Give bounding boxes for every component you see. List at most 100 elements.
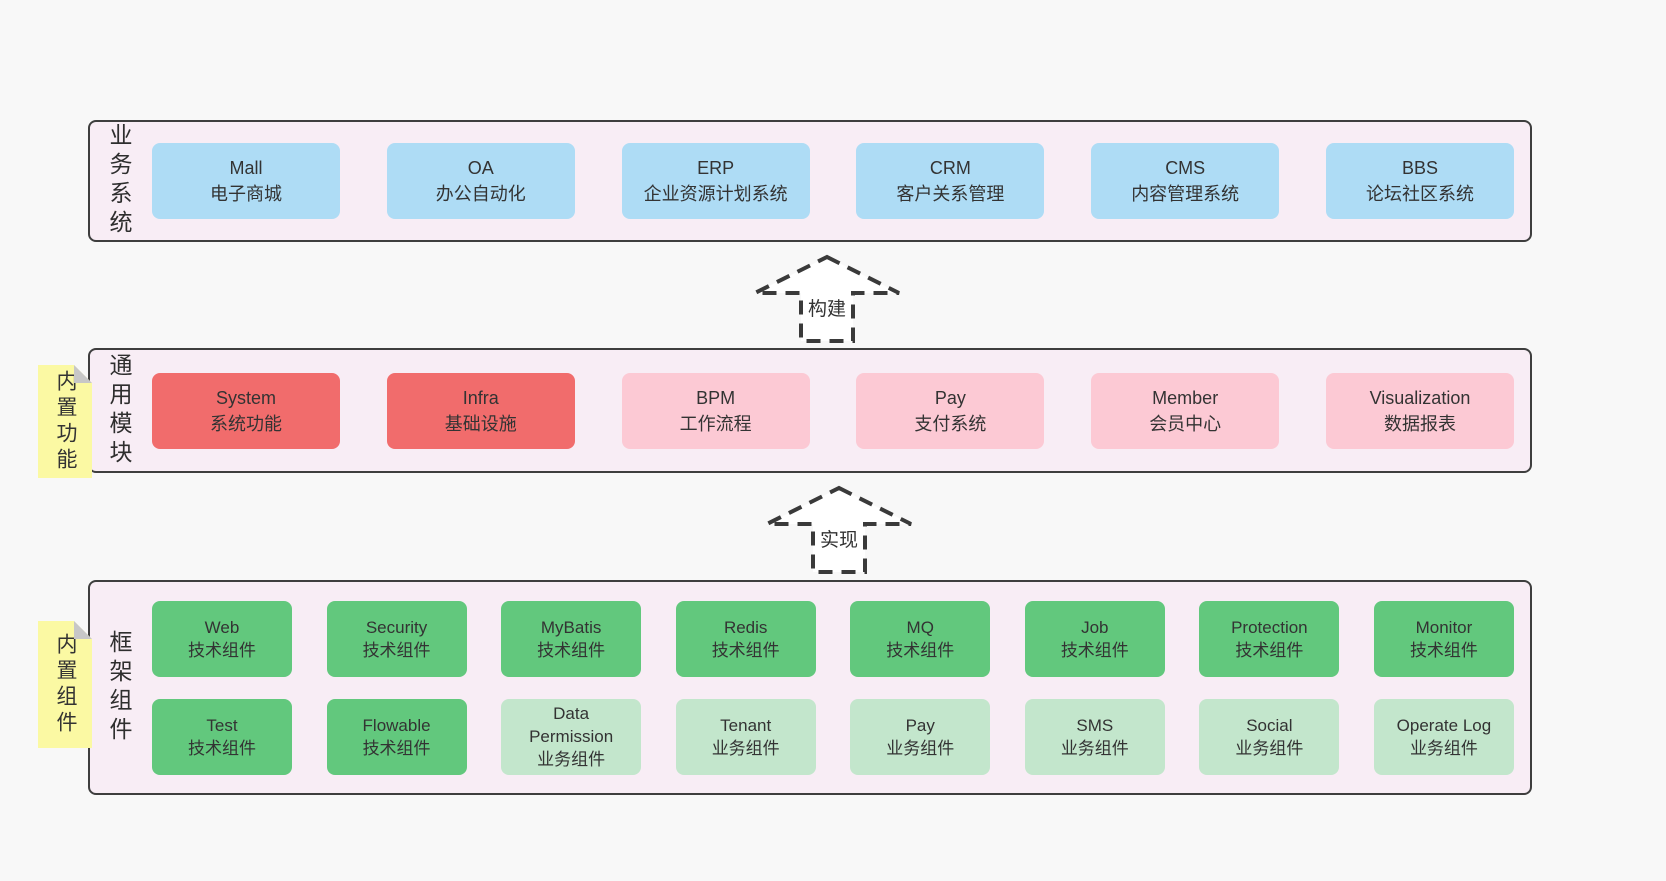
box-name: SMS	[1076, 715, 1114, 735]
box-operate-log: Operate Log 业务组件	[1373, 698, 1514, 775]
box-subtitle: 内容管理系统	[1131, 184, 1240, 204]
box-name: Mall	[229, 158, 263, 178]
box-subtitle: 基础设施	[444, 413, 517, 434]
box-member: Member 会员中心	[1091, 372, 1280, 449]
box-subtitle: 业务组件	[1409, 738, 1478, 758]
box-subtitle: 论坛社区系统	[1365, 184, 1474, 204]
box-infra: Infra 基础设施	[386, 372, 575, 449]
box-tenant: Tenant 业务组件	[675, 698, 816, 775]
build-arrow-label: 构建	[803, 294, 851, 321]
box-job: Job 技术组件	[1024, 600, 1165, 677]
box-subtitle: 办公自动化	[435, 184, 526, 204]
box-name: BBS	[1401, 158, 1438, 178]
box-name: Web	[204, 617, 240, 637]
box-subtitle: 会员中心	[1149, 413, 1222, 434]
section-label-business: 业务系统	[106, 123, 132, 239]
box-subtitle: 技术组件	[537, 640, 606, 660]
box-mall: Mall 电子商城	[152, 143, 340, 219]
box-name: Pay	[934, 387, 966, 408]
box-name: OA	[467, 158, 494, 178]
box-name: MyBatis	[540, 617, 602, 637]
box-subtitle: 业务组件	[537, 750, 606, 769]
implement-arrow-icon: 实现	[764, 485, 914, 575]
box-subtitle: 技术组件	[711, 640, 780, 660]
section-framework-components: 框架组件 Web 技术组件 Security 技术组件 MyBatis 技术组件…	[88, 580, 1532, 795]
box-name: Security	[365, 617, 428, 637]
box-web: Web 技术组件	[152, 600, 292, 677]
box-bbs: BBS 论坛社区系统	[1325, 143, 1514, 219]
box-name: Data Permission	[529, 704, 614, 746]
box-name: Flowable	[362, 715, 431, 735]
box-subtitle: 电子商城	[210, 184, 282, 204]
box-subtitle: 支付系统	[914, 413, 987, 434]
box-subtitle: 数据报表	[1383, 413, 1456, 434]
box-name: Visualization	[1369, 387, 1471, 408]
box-name: System	[215, 387, 276, 408]
box-name: Job	[1081, 617, 1109, 637]
box-name: MQ	[906, 617, 934, 637]
box-name: Infra	[462, 387, 499, 408]
box-subtitle: 技术组件	[362, 738, 431, 758]
section-business-systems: 业务系统 Mall 电子商城 OA 办公自动化 ERP 企业资源计划系统 CRM…	[88, 120, 1532, 242]
box-name: ERP	[697, 158, 735, 178]
box-subtitle: 业务组件	[886, 738, 955, 758]
box-name: BPM	[696, 387, 736, 408]
modules-boxes-row: System 系统功能 Infra 基础设施 BPM 工作流程 Pay 支付系统…	[136, 372, 1530, 449]
box-subtitle: 工作流程	[679, 413, 752, 434]
box-subtitle: 技术组件	[1409, 640, 1478, 660]
box-name: Pay	[905, 715, 935, 735]
box-erp: ERP 企业资源计划系统	[621, 143, 810, 219]
sticky-note-built-in-functions: 内置功能	[38, 365, 92, 478]
box-name: Operate Log	[1396, 715, 1492, 735]
box-subtitle: 企业资源计划系统	[643, 184, 788, 204]
sticky-note-label: 内置功能	[54, 369, 77, 474]
box-name: CRM	[929, 158, 971, 178]
box-name: Redis	[723, 617, 768, 637]
box-visualization: Visualization 数据报表	[1325, 372, 1514, 449]
box-security: Security 技术组件	[326, 600, 467, 677]
box-protection: Protection 技术组件	[1199, 600, 1340, 677]
box-subtitle: 业务组件	[711, 738, 780, 758]
box-subtitle: 技术组件	[1060, 640, 1129, 660]
box-name: Member	[1152, 387, 1219, 408]
build-arrow-icon: 构建	[752, 254, 902, 344]
box-monitor: Monitor 技术组件	[1373, 600, 1514, 677]
section-label-components: 框架组件	[106, 629, 132, 746]
components-row-2: Test 技术组件 Flowable 技术组件 Data Permission …	[152, 698, 1514, 775]
box-subtitle: 业务组件	[1235, 738, 1304, 758]
box-name: Social	[1246, 715, 1293, 735]
box-flowable: Flowable 技术组件	[326, 698, 467, 775]
box-oa: OA 办公自动化	[386, 143, 575, 219]
box-pay-business: Pay 业务组件	[850, 698, 991, 775]
box-subtitle: 业务组件	[1060, 738, 1129, 758]
box-name: Monitor	[1415, 617, 1473, 637]
box-social: Social 业务组件	[1199, 698, 1340, 775]
box-sms: SMS 业务组件	[1024, 698, 1165, 775]
box-cms: CMS 内容管理系统	[1091, 143, 1280, 219]
implement-arrow-label: 实现	[815, 525, 863, 552]
box-subtitle: 技术组件	[188, 640, 256, 660]
box-test: Test 技术组件	[152, 698, 292, 775]
sticky-note-label: 内置组件	[54, 632, 77, 737]
box-subtitle: 客户关系管理	[896, 184, 1005, 204]
box-mybatis: MyBatis 技术组件	[501, 600, 642, 677]
box-subtitle: 系统功能	[210, 413, 282, 434]
box-name: Protection	[1231, 617, 1308, 637]
box-subtitle: 技术组件	[1235, 640, 1304, 660]
box-data-permission: Data Permission 业务组件	[501, 698, 642, 775]
section-label-modules: 通用模块	[106, 352, 132, 469]
box-redis: Redis 技术组件	[675, 600, 816, 677]
box-mq: MQ 技术组件	[850, 600, 991, 677]
box-crm: CRM 客户关系管理	[856, 143, 1045, 219]
box-subtitle: 技术组件	[188, 738, 256, 758]
box-bpm: BPM 工作流程	[621, 372, 810, 449]
box-name: Test	[206, 715, 238, 735]
components-grid: Web 技术组件 Security 技术组件 MyBatis 技术组件 Redi…	[136, 600, 1530, 775]
components-row-1: Web 技术组件 Security 技术组件 MyBatis 技术组件 Redi…	[152, 600, 1514, 677]
sticky-note-built-in-components: 内置组件	[38, 621, 92, 748]
box-name: CMS	[1165, 158, 1206, 178]
business-boxes-row: Mall 电子商城 OA 办公自动化 ERP 企业资源计划系统 CRM 客户关系…	[136, 143, 1530, 219]
section-common-modules: 通用模块 System 系统功能 Infra 基础设施 BPM 工作流程 Pay…	[88, 348, 1532, 473]
box-subtitle: 技术组件	[886, 640, 955, 660]
box-subtitle: 技术组件	[362, 640, 431, 660]
